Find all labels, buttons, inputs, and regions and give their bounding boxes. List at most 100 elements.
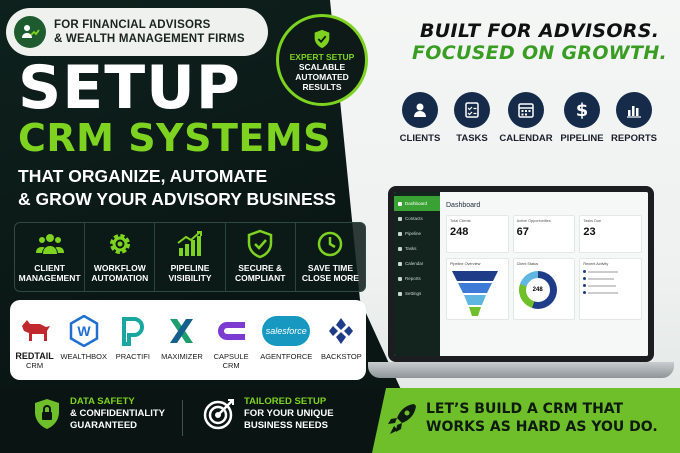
salesforce-logo-text: salesforce	[262, 316, 311, 346]
practifi-p-icon	[120, 314, 146, 348]
tagline-2: & GROW YOUR ADVISORY BUSINESS	[18, 189, 336, 209]
tailored-line-3: BUSINESS NEEDS	[244, 420, 328, 431]
growth-user-icon	[14, 16, 46, 48]
backstop-icon	[327, 314, 355, 348]
laptop-base	[368, 362, 674, 378]
benefit-secure-compliant: SECURE &COMPLIANT	[226, 223, 296, 291]
activity-row	[583, 291, 638, 294]
headline-crm-systems: CRM SYSTEMS	[18, 116, 332, 160]
wealthbox-hex-icon: W	[69, 314, 99, 348]
nav-reports[interactable]: Reports	[394, 271, 440, 286]
logo-name: PRACTIFI	[115, 352, 150, 361]
users-icon	[402, 92, 438, 128]
audience-pill: FOR FINANCIAL ADVISORS & WEALTH MANAGEME…	[6, 8, 268, 56]
cta-line-1: LET’S BUILD A CRM THAT	[426, 401, 624, 417]
logo-backstop: BACKSTOP	[319, 314, 363, 361]
cta-banner: LET’S BUILD A CRM THAT WORKS AS HARD AS …	[372, 388, 680, 453]
recent-activity-panel: Recent Activity	[579, 258, 643, 320]
shield-check-icon	[314, 29, 330, 49]
client-status-panel: Client Status 248	[512, 258, 576, 320]
nav-dashboard[interactable]: Dashboard	[394, 196, 440, 211]
dollar-icon: $	[564, 92, 600, 128]
nav-pipeline[interactable]: Pipeline	[394, 226, 440, 241]
safety-line-2: & CONFIDENTIALITY	[70, 408, 165, 419]
benefit-line-2: VISIBILITY	[168, 273, 212, 283]
clock-icon	[318, 231, 343, 257]
headline-setup: SETUP	[18, 53, 241, 123]
group-icon	[35, 234, 64, 254]
funnel-chart	[452, 271, 498, 316]
benefit-line-2: CLOSE MORE	[301, 273, 359, 283]
redtail-dog-icon	[18, 314, 52, 348]
maximizer-x-icon	[167, 314, 197, 348]
rocket-icon	[388, 404, 416, 434]
logo-maximizer: MAXIMIZER	[160, 314, 204, 361]
focused-on-growth: FOCUSED ON GROWTH.	[412, 42, 668, 64]
feature-label: REPORTS	[611, 133, 657, 144]
target-icon	[203, 399, 234, 430]
badge-line-2: SCALABLE	[298, 62, 346, 72]
nav-contacts[interactable]: Contacts	[394, 211, 440, 226]
donut-chart: 248	[518, 271, 557, 309]
badge-line-4: RESULTS	[302, 82, 342, 92]
salesforce-cloud-icon: salesforce	[262, 314, 311, 348]
badge-line-1: EXPERT SETUP	[289, 52, 355, 62]
logo-name: CAPSULE	[213, 352, 249, 361]
logo-wealthbox: W WEALTHBOX	[60, 314, 107, 361]
expert-setup-badge: EXPERT SETUP SCALABLE AUTOMATED RESULTS	[276, 14, 368, 106]
logo-name: BACKSTOP	[321, 352, 362, 361]
benefit-line-2: MANAGEMENT	[18, 273, 81, 283]
feature-label: PIPELINE	[560, 133, 604, 144]
feature-clients: CLIENTS	[390, 92, 450, 144]
benefit-line-1: PIPELINE	[170, 263, 210, 273]
logo-subname: CRM	[26, 361, 44, 370]
feature-reports: REPORTS	[604, 92, 664, 144]
bar-chart-icon	[616, 92, 652, 128]
feature-label: CALENDAR	[499, 133, 553, 144]
feature-tasks: TASKS	[442, 92, 502, 144]
nav-settings[interactable]: Settings	[394, 286, 440, 301]
safety-line-3: GUARANTEED	[70, 420, 138, 431]
nav-tasks[interactable]: Tasks	[394, 241, 440, 256]
benefit-line-2: COMPLIANT	[234, 273, 286, 283]
capsule-c-icon	[215, 314, 247, 348]
laptop-dashboard: Dashboard Contacts Pipeline Tasks Calend…	[388, 186, 654, 362]
tagline-1: THAT ORGANIZE, AUTOMATE	[18, 166, 268, 186]
dashboard-title: Dashboard	[446, 202, 481, 209]
checklist-icon	[454, 92, 490, 128]
benefit-line-1: SECURE &	[238, 263, 283, 273]
safety-line-1: DATA SAFETY	[70, 396, 135, 407]
dashboard-sidebar: Dashboard Contacts Pipeline Tasks Calend…	[394, 192, 440, 356]
feature-label: CLIENTS	[399, 133, 441, 144]
logo-name: REDTAIL	[15, 351, 54, 361]
data-safety-block: DATA SAFETY & CONFIDENTIALITY GUARANTEED	[32, 396, 165, 432]
calendar-icon	[508, 92, 544, 128]
cta-line-2: WORKS AS HARD AS YOU DO.	[426, 419, 658, 435]
bottom-divider	[182, 400, 183, 436]
pipeline-overview-panel: Pipeline Overview	[446, 258, 509, 320]
activity-row	[583, 277, 638, 280]
badge-line-3: AUTOMATED	[295, 72, 349, 82]
feature-label: TASKS	[456, 133, 488, 144]
nav-calendar[interactable]: Calendar	[394, 256, 440, 271]
built-for-advisors: BUILT FOR ADVISORS.	[420, 20, 660, 42]
logo-name: AGENTFORCE	[260, 352, 313, 361]
logo-agentforce: salesforce AGENTFORCE	[258, 314, 314, 361]
feature-calendar: CALENDAR	[496, 92, 556, 144]
donut-value: 248	[525, 278, 550, 302]
activity-row	[583, 284, 638, 287]
tailored-line-2: FOR YOUR UNIQUE	[244, 408, 334, 419]
tailored-line-1: TAILORED SETUP	[244, 396, 327, 407]
growth-chart-icon	[177, 231, 202, 256]
dashboard-panels: Pipeline Overview Client Status 248	[446, 258, 643, 320]
logo-name: MAXIMIZER	[161, 352, 203, 361]
